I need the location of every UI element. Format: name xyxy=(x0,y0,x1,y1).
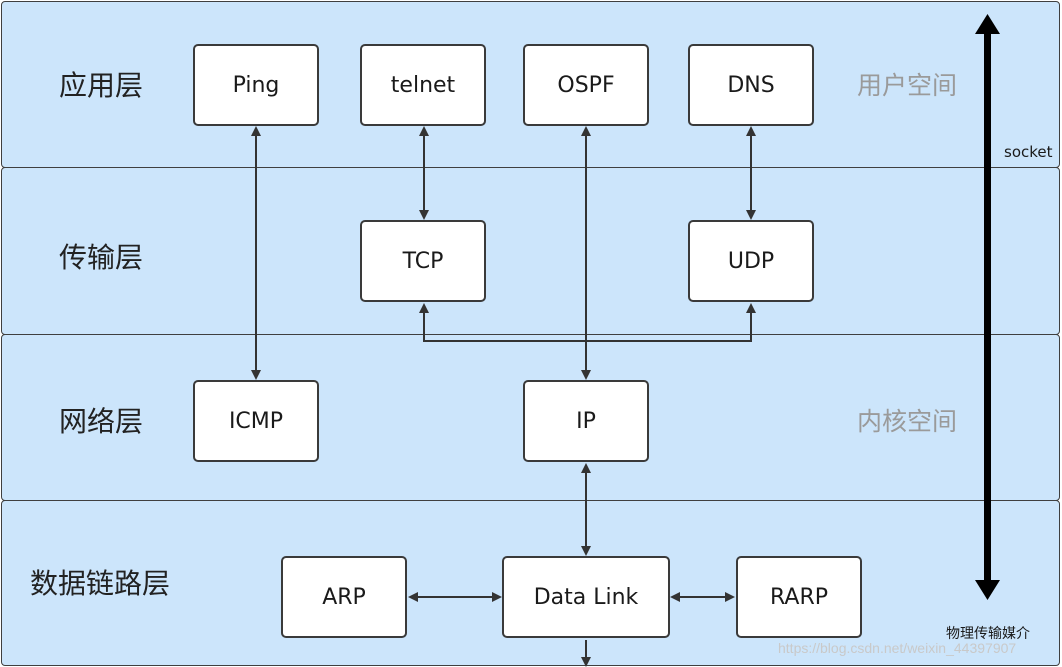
udp-box: UDP xyxy=(688,220,814,302)
ospf-box: OSPF xyxy=(523,44,649,126)
datalink-box: Data Link xyxy=(502,556,670,638)
kernel-space-label: 内核空间 xyxy=(857,407,958,436)
application-layer-label: 应用层 xyxy=(59,69,144,102)
tcp-box: TCP xyxy=(360,220,486,302)
watermark-text: https://blog.csdn.net/weixin_44397907 xyxy=(778,640,1017,656)
icmp-box: ICMP xyxy=(193,380,319,462)
ip-box: IP xyxy=(523,380,649,462)
telnet-box: telnet xyxy=(360,44,486,126)
physical-medium-label: 物理传输媒介 xyxy=(946,626,1030,642)
datalink-layer-label: 数据链路层 xyxy=(30,567,171,600)
user-space-label: 用户空间 xyxy=(857,71,958,100)
transport-layer-band xyxy=(1,167,1060,335)
socket-label: socket xyxy=(1004,143,1053,161)
ping-box: Ping xyxy=(193,44,319,126)
network-layer-label: 网络层 xyxy=(59,405,144,438)
arp-box: ARP xyxy=(281,556,407,638)
dns-box: DNS xyxy=(688,44,814,126)
rarp-box: RARP xyxy=(736,556,862,638)
transport-layer-label: 传输层 xyxy=(59,241,144,274)
